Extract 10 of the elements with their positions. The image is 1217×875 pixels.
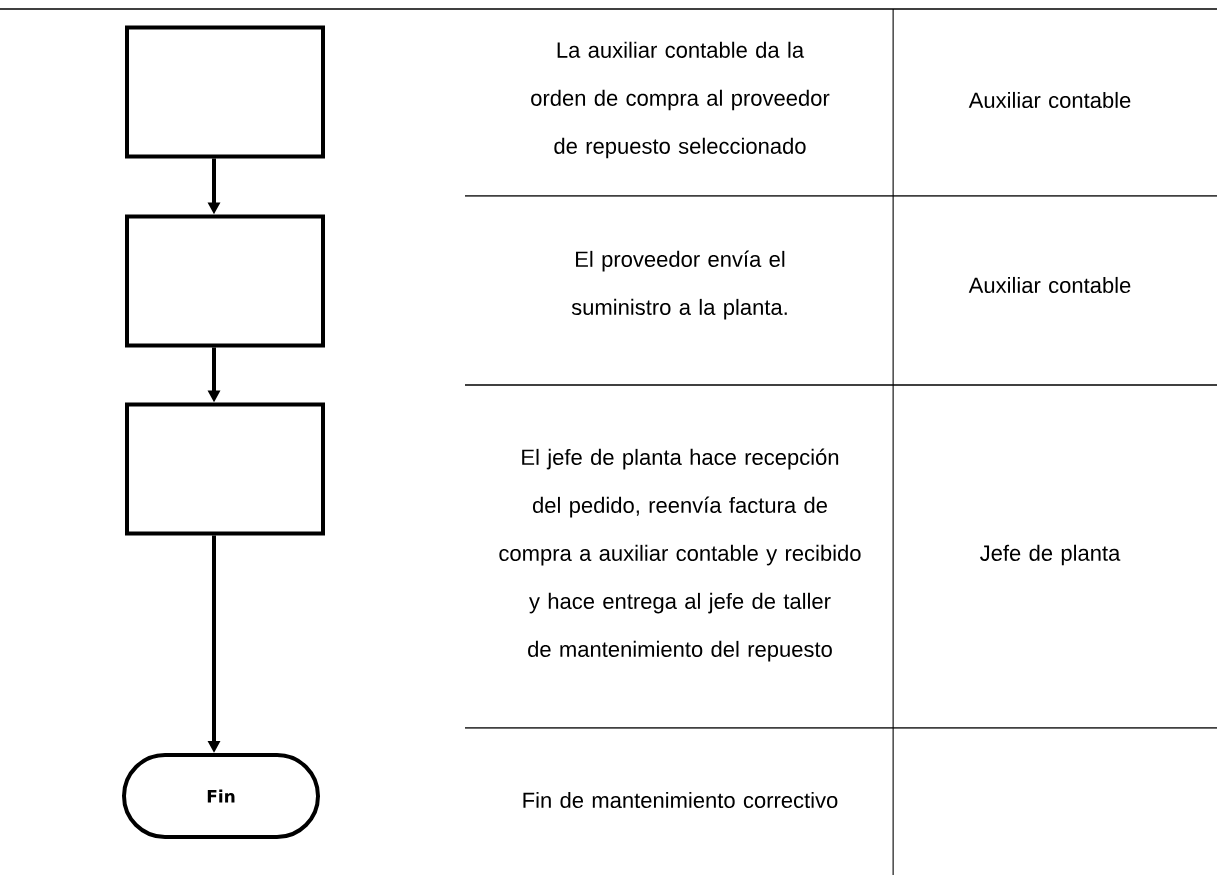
step-description: El proveedor envía el suministro a la planta. — [571, 250, 787, 320]
process-box — [125, 214, 325, 348]
step-description: La auxiliar contable da la orden de compra al proveedor de repuesto seleccionado — [531, 41, 830, 159]
step-description: El jefe de planta hace recepción del pedido, reenvía factura de compra a auxiliar contable y recibido y hace entrega al jefe de taller de mantenimiento del repuesto — [499, 448, 861, 662]
process-box — [125, 25, 325, 159]
responsible-role: Auxiliar contable — [968, 276, 1131, 294]
responsible-role: Auxiliar contable — [968, 91, 1131, 109]
process-box — [125, 402, 325, 536]
responsible-role: Jefe de planta — [980, 544, 1121, 566]
step-description: Fin de mantenimiento correctivo — [523, 791, 838, 809]
